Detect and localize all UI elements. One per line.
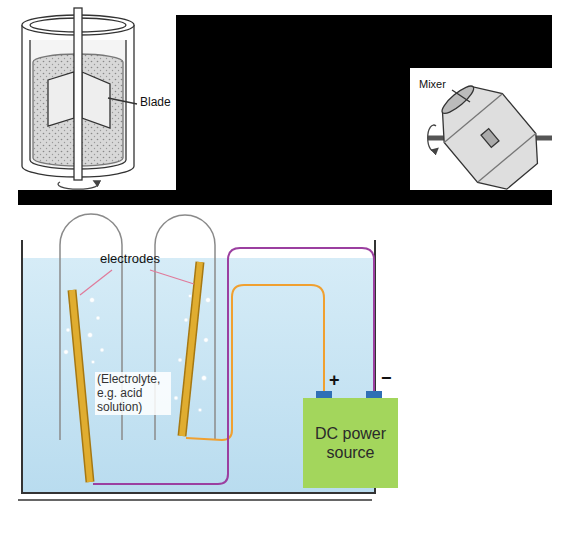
power-source-box: DC power source <box>303 398 398 488</box>
black-panel <box>176 15 410 191</box>
terminal-sign: − <box>381 368 392 389</box>
part-label: Mixer <box>419 78 446 91</box>
blade-mixer <box>22 8 137 189</box>
leader-line <box>150 270 194 284</box>
electrode <box>182 262 200 436</box>
electrode <box>72 290 90 482</box>
solution-label: (Electrolyte, e.g. acid solution) <box>95 372 171 415</box>
terminal-sign: + <box>329 370 340 391</box>
drum-mixer <box>425 71 552 201</box>
electrode <box>182 262 200 436</box>
baseline <box>18 499 372 501</box>
electrode-label: electrodes <box>100 252 160 267</box>
part-label: Blade <box>140 96 171 110</box>
black-bar <box>18 190 552 205</box>
electrode <box>72 290 90 482</box>
leader-line <box>80 270 112 295</box>
node-text: DC power source <box>309 424 392 462</box>
